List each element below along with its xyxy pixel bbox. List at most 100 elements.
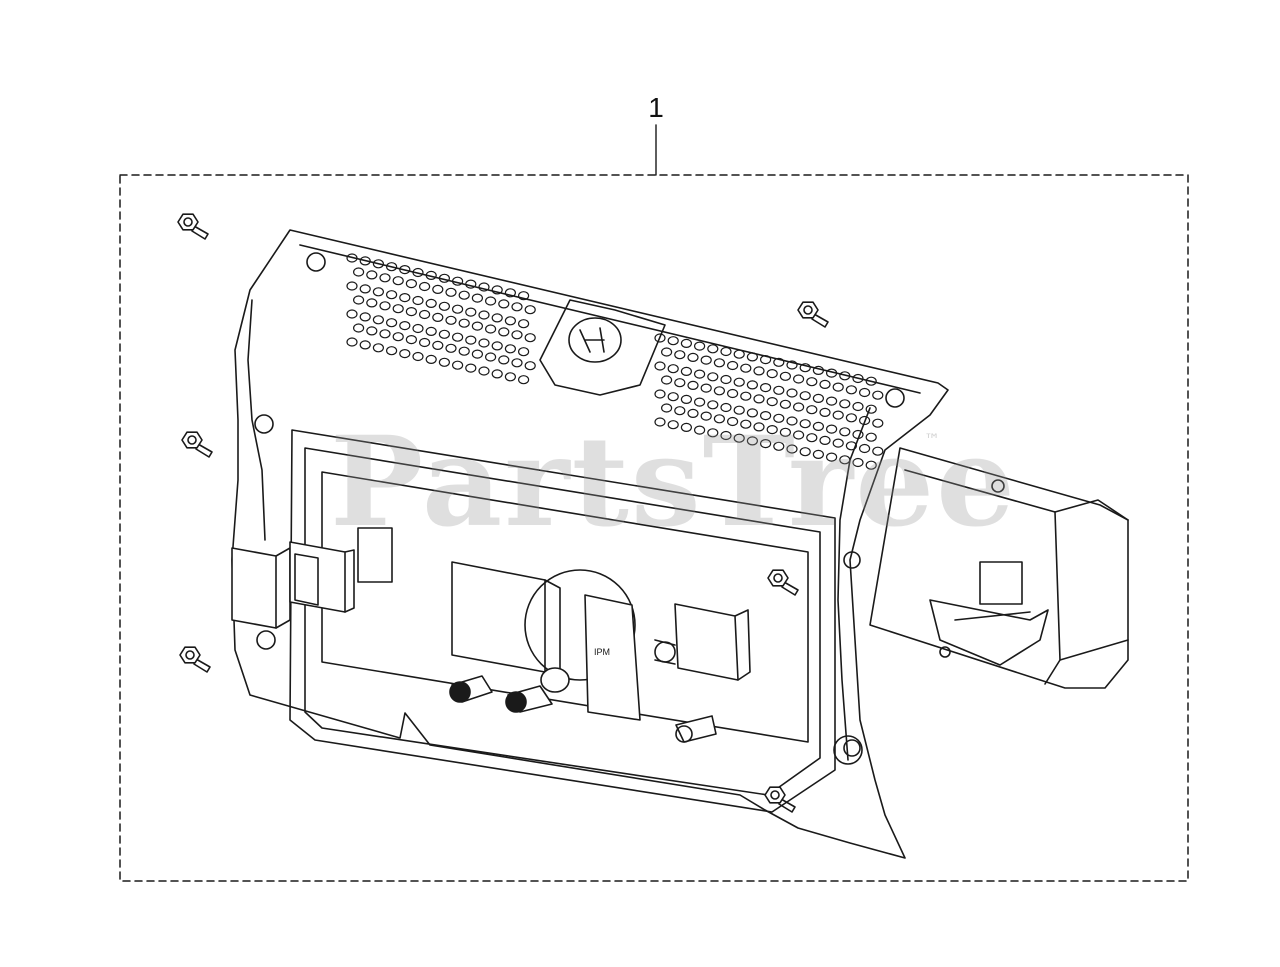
vent-hole — [759, 411, 772, 421]
vent-hole — [511, 302, 523, 312]
vent-hole — [485, 352, 497, 362]
connector-fitting-1 — [449, 675, 493, 703]
vent-hole — [720, 430, 732, 441]
vent-hole — [524, 361, 536, 371]
vent-hole — [660, 375, 673, 385]
vent-hole — [839, 371, 851, 381]
vent-hole — [726, 360, 739, 371]
vent-hole — [386, 346, 398, 356]
vent-hole — [504, 372, 516, 382]
vent-hole — [720, 374, 732, 385]
kit-boundary — [119, 174, 1189, 882]
screw-icon — [181, 431, 213, 458]
vent-hole — [759, 383, 772, 393]
vent-hole — [792, 374, 805, 384]
dc-socket: IPM — [524, 569, 641, 721]
vent-hole — [779, 371, 792, 381]
vent-hole — [667, 336, 679, 346]
screw-icon — [797, 301, 829, 328]
screw-icon — [179, 646, 211, 673]
vent-hole — [412, 351, 424, 362]
vent-hole — [359, 340, 371, 350]
vent-hole — [707, 428, 719, 438]
vent-hole — [504, 316, 516, 326]
vent-hole — [517, 375, 530, 385]
vent-hole — [405, 279, 417, 289]
vent-hole — [779, 427, 792, 437]
vent-hole — [498, 355, 510, 365]
vent-hole — [353, 267, 365, 277]
vent-hole — [680, 366, 693, 376]
vent-hole — [517, 291, 530, 301]
vent-hole — [693, 341, 706, 351]
vent-hole — [773, 385, 785, 395]
vent-hole — [471, 293, 483, 303]
vent-hole — [366, 298, 378, 308]
vent-hole — [405, 335, 417, 345]
vent-hole — [438, 357, 450, 367]
vent-hole — [372, 259, 384, 269]
vent-hole — [667, 420, 679, 430]
vent-hole — [825, 396, 838, 406]
vent-hole — [511, 358, 523, 368]
vent-hole — [865, 376, 877, 386]
vent-hole — [465, 335, 477, 345]
vent-hole — [504, 344, 516, 354]
vent-hole — [372, 343, 384, 353]
vent-hole — [465, 363, 477, 373]
connector-fitting-3 — [675, 715, 717, 743]
vent-hole — [746, 408, 759, 418]
vent-hole — [872, 390, 884, 400]
vent-hole — [845, 441, 858, 451]
vent-hole — [432, 284, 444, 294]
screw-icon — [764, 786, 796, 813]
vent-hole — [432, 340, 444, 350]
vent-hole — [399, 321, 411, 331]
vent-hole — [392, 332, 404, 342]
vent-hole — [746, 380, 759, 390]
vent-hole — [852, 401, 864, 412]
vent-hole — [825, 368, 838, 378]
vent-hole — [346, 309, 358, 319]
vent-hole — [524, 305, 536, 315]
husqvarna-logo-icon — [568, 317, 622, 363]
rear-housing-box — [869, 447, 1129, 689]
trademark-symbol: ™ — [924, 430, 940, 449]
vent-hole — [491, 313, 503, 323]
vent-hole — [693, 425, 706, 435]
vent-hole — [753, 366, 765, 376]
vent-hole — [346, 253, 358, 263]
vent-hole — [865, 404, 877, 414]
vent-hole — [485, 296, 497, 306]
vent-hole — [517, 347, 530, 357]
vent-hole — [806, 405, 818, 415]
vent-hole — [452, 360, 464, 370]
vent-hole — [845, 385, 858, 395]
vent-hole — [740, 391, 752, 401]
vent-hole — [445, 287, 457, 297]
vent-hole — [700, 411, 712, 421]
vent-hole — [740, 363, 752, 373]
vent-hole — [392, 276, 404, 286]
vent-hole — [865, 460, 877, 470]
vent-hole — [806, 377, 818, 387]
vent-hole — [832, 410, 844, 420]
vent-hole — [504, 288, 516, 298]
vent-hole — [452, 332, 464, 342]
vent-hole — [478, 366, 490, 376]
vent-hole — [392, 304, 404, 314]
vent-hole — [359, 312, 371, 322]
vent-hole — [478, 338, 490, 348]
vent-hole — [425, 270, 437, 280]
vent-hole — [799, 363, 811, 373]
vent-hole — [674, 350, 686, 360]
vent-hole — [471, 349, 483, 359]
vent-hole — [819, 379, 831, 389]
vent-hole — [498, 299, 510, 309]
vent-hole — [386, 318, 398, 328]
vent-grille-left — [346, 253, 536, 385]
vent-hole — [713, 414, 726, 424]
vent-hole — [458, 318, 470, 328]
vent-hole — [399, 293, 411, 303]
vent-hole — [478, 282, 490, 292]
